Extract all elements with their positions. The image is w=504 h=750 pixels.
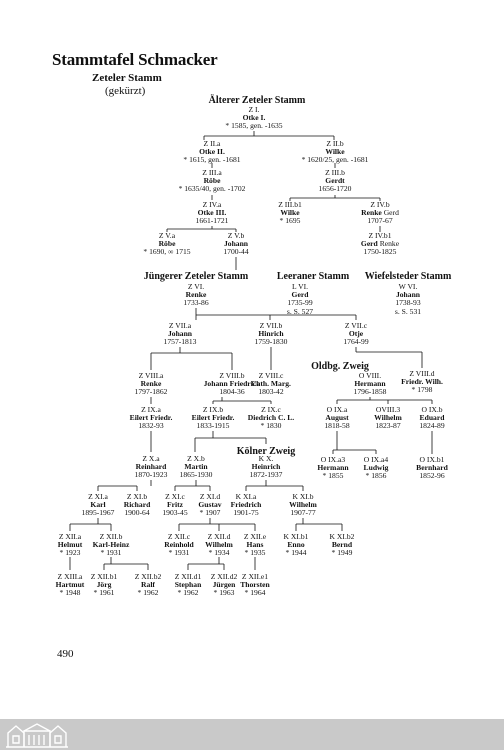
branch-aelterer-zeteler-stamm: Älterer Zeteler Stamm [208, 95, 306, 106]
branch-wiefelsteder-stamm: Wiefelsteder Stamm [364, 271, 452, 282]
footer-bar [0, 719, 504, 750]
branch-koelner-zweig: Kölner Zweig [236, 446, 296, 457]
tree-connector-lines [69, 131, 433, 570]
library-building-icon [6, 723, 68, 748]
page-number: 490 [57, 648, 74, 660]
branch-leeraner-stamm: Leeraner Stamm [276, 271, 350, 282]
page-title: Stammtafel Schmacker [52, 50, 218, 69]
branch-oldbg-zweig: Oldbg. Zweig [311, 361, 369, 372]
branch-juengerer-zeteler-stamm: Jüngerer Zeteler Stamm [143, 271, 249, 282]
subtitle-note: (gekürzt) [105, 85, 146, 97]
person-node: Z I.Otke I.* 1585, gen. -1635 [225, 105, 283, 131]
subtitle: Zeteler Stamm [92, 72, 162, 84]
